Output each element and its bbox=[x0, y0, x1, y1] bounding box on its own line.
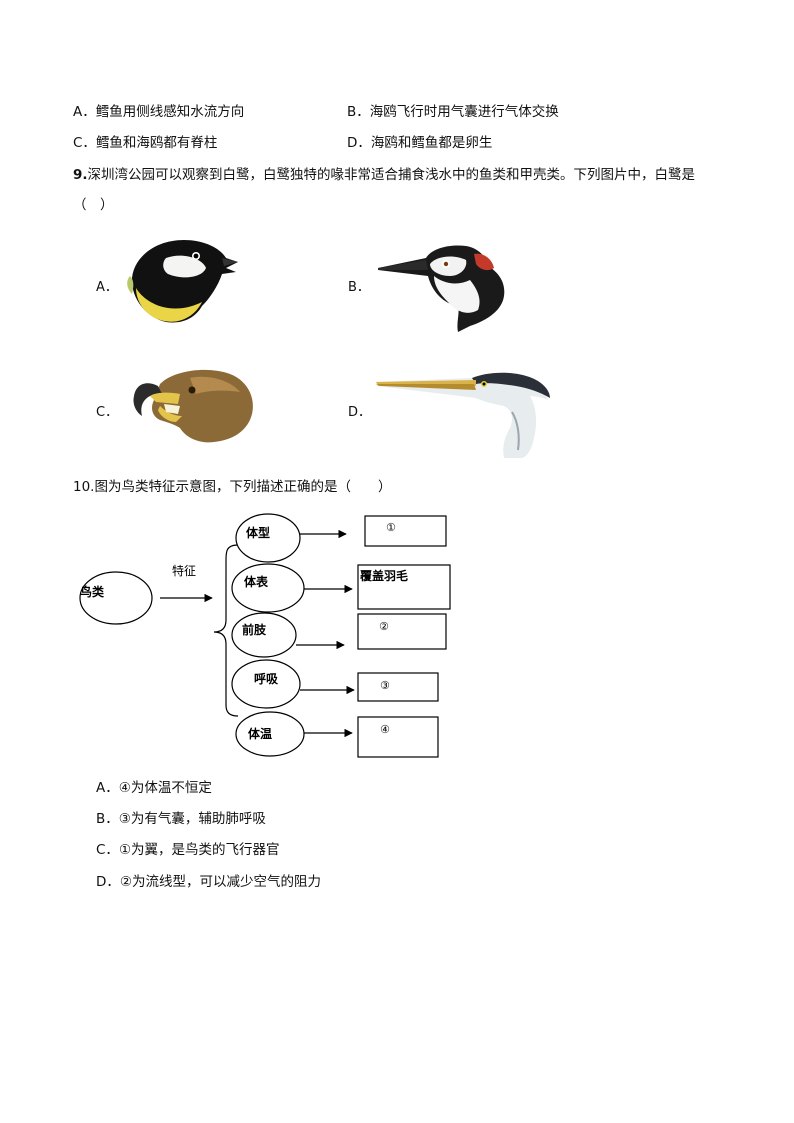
q8-option-b: B．海鸥飞行时用气囊进行气体交换 bbox=[347, 103, 559, 121]
q9-option-b-letter: B． bbox=[348, 280, 370, 295]
answer-box-label: ① bbox=[386, 521, 396, 534]
option-letter: A． bbox=[73, 104, 96, 120]
answer-box-label: ④ bbox=[380, 723, 390, 736]
option-text: 海鸥和鳕鱼都是卵生 bbox=[370, 135, 493, 151]
option-letter: B． bbox=[96, 811, 119, 827]
option-letter: A． bbox=[96, 780, 119, 796]
answer-box-3 bbox=[357, 672, 439, 702]
heron-head-image bbox=[376, 372, 550, 458]
arrow-label: 特征 bbox=[172, 563, 196, 578]
root-label: 鸟类 bbox=[80, 584, 105, 599]
bird-features-diagram: 鸟类 特征 体型 体表 前肢 呼吸 体温 ① 覆盖羽毛 ② ③ ④ bbox=[79, 513, 451, 758]
feature-label: 前肢 bbox=[242, 622, 267, 637]
answer-box-label: 覆盖羽毛 bbox=[359, 568, 408, 583]
feature-label: 体型 bbox=[246, 525, 270, 540]
feature-node-body-shape bbox=[235, 513, 301, 563]
feature-node-forelimb bbox=[231, 612, 297, 658]
brace bbox=[213, 544, 239, 717]
feature-node-respiration bbox=[231, 659, 301, 709]
q8-option-d: D．海鸥和鳕鱼都是卵生 bbox=[347, 134, 492, 152]
option-text: ①为翼，是鸟类的飞行器官 bbox=[118, 842, 280, 858]
q9-option-a-letter: A． bbox=[96, 280, 118, 295]
option-letter: B． bbox=[347, 104, 370, 120]
option-text: ③为有气囊，辅助肺呼吸 bbox=[118, 811, 266, 827]
option-text: 海鸥飞行时用气囊进行气体交换 bbox=[369, 104, 559, 120]
q9-stem: 9.深圳湾公园可以观察到白鹭，白鹭独特的喙非常适合捕食浅水中的鱼类和甲壳类。下列… bbox=[73, 166, 695, 184]
q9-option-d-letter: D． bbox=[348, 405, 372, 420]
q8-option-c: C．鳕鱼和海鸥都有脊柱 bbox=[73, 134, 217, 152]
q10-option-b: B．③为有气囊，辅助肺呼吸 bbox=[96, 810, 266, 828]
q9-stem-text: 深圳湾公园可以观察到白鹭，白鹭独特的喙非常适合捕食浅水中的鱼类和甲壳类。下列图片… bbox=[87, 167, 696, 183]
option-letter: C． bbox=[73, 135, 96, 151]
q9-option-c-letter: C． bbox=[96, 405, 119, 420]
answer-box-body-surface bbox=[357, 564, 451, 610]
answer-box-4 bbox=[357, 716, 439, 758]
feature-label: 体温 bbox=[248, 726, 272, 741]
option-text: ④为体温不恒定 bbox=[118, 780, 212, 796]
feature-label: 体表 bbox=[244, 574, 269, 589]
q10-option-c: C．①为翼，是鸟类的飞行器官 bbox=[96, 841, 280, 859]
option-letter: D． bbox=[347, 135, 371, 151]
option-text: ②为流线型，可以减少空气的阻力 bbox=[119, 874, 322, 890]
answer-box-1 bbox=[364, 515, 447, 547]
option-letter: C． bbox=[96, 842, 119, 858]
q10-option-d: D．②为流线型，可以减少空气的阻力 bbox=[96, 873, 321, 891]
great-tit-head-image bbox=[127, 240, 238, 323]
q10-stem: 10.图为鸟类特征示意图，下列描述正确的是（ ） bbox=[73, 479, 392, 495]
option-text: 鳕鱼用侧线感知水流方向 bbox=[95, 104, 245, 120]
q9-number: 9. bbox=[73, 167, 88, 183]
root-node bbox=[79, 571, 153, 625]
option-text: 鳕鱼和海鸥都有脊柱 bbox=[95, 135, 218, 151]
feature-label: 呼吸 bbox=[254, 671, 279, 686]
eagle-head-image bbox=[133, 369, 253, 443]
q8-option-a: A．鳕鱼用侧线感知水流方向 bbox=[73, 103, 244, 121]
answer-box-label: ② bbox=[379, 620, 389, 633]
feature-node-body-surface bbox=[231, 563, 305, 613]
woodpecker-head-image bbox=[378, 245, 505, 332]
feature-node-body-temperature bbox=[235, 711, 305, 757]
answer-box-label: ③ bbox=[380, 679, 390, 692]
q10-option-a: A．④为体温不恒定 bbox=[96, 779, 212, 797]
q9-paren: （ ） bbox=[73, 197, 114, 213]
answer-box-2 bbox=[357, 613, 447, 650]
option-letter: D． bbox=[96, 874, 120, 890]
